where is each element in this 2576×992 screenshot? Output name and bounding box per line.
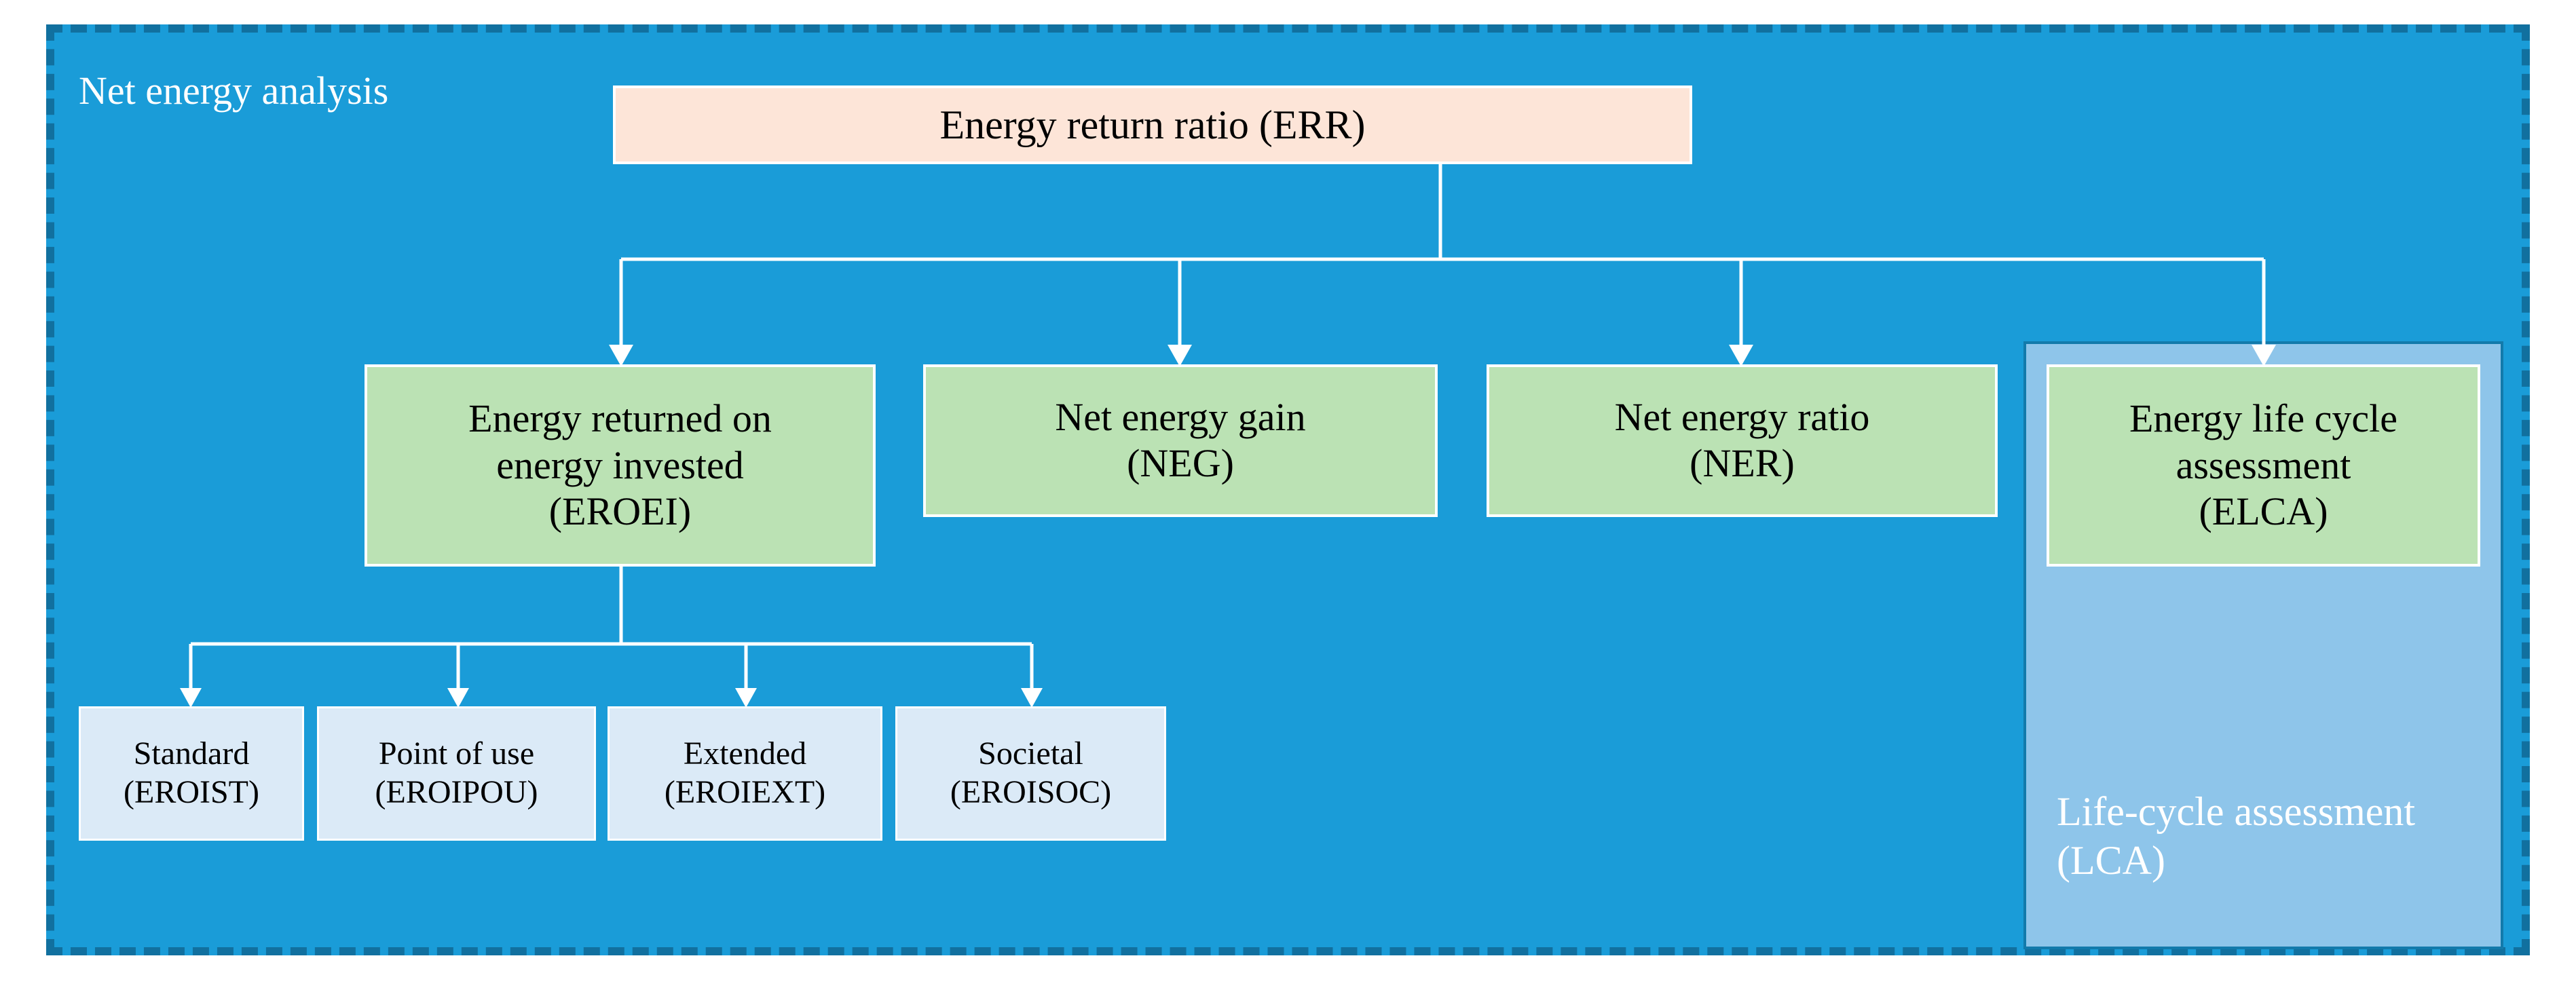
- arrowhead: [1168, 345, 1192, 366]
- elca-node: Energy life cycle assessment (ELCA): [2047, 364, 2480, 567]
- arrowhead: [735, 688, 757, 708]
- eroei-label: Energy returned on energy invested (EROE…: [468, 396, 772, 534]
- container-label: Net energy analysis: [79, 69, 389, 113]
- arrowhead: [1729, 345, 1753, 366]
- elca-label: Energy life cycle assessment (ELCA): [2129, 396, 2398, 534]
- eroi-point-of-use-label: Point of use (EROIPOU): [375, 736, 538, 810]
- arrowhead: [180, 688, 202, 708]
- eroi-standard-node: Standard (EROIST): [79, 706, 304, 841]
- lca-region-label: Life-cycle assessment (LCA): [2057, 789, 2416, 883]
- eroi-extended-label: Extended (EROIEXT): [664, 736, 826, 810]
- arrowhead: [1021, 688, 1043, 708]
- ner-node: Net energy ratio (NER): [1487, 364, 1998, 517]
- err-label: Energy return ratio (ERR): [939, 102, 1366, 147]
- err-node: Energy return ratio (ERR): [613, 85, 1692, 164]
- eroei-node: Energy returned on energy invested (EROE…: [365, 364, 876, 567]
- eroi-societal-label: Societal (EROISOC): [950, 736, 1112, 810]
- neg-label: Net energy gain (NEG): [1055, 395, 1306, 486]
- eroi-standard-label: Standard (EROIST): [124, 736, 259, 810]
- arrowhead: [447, 688, 469, 708]
- ner-label: Net energy ratio (NER): [1614, 395, 1870, 486]
- eroi-extended-node: Extended (EROIEXT): [608, 706, 882, 841]
- arrowhead: [609, 345, 633, 366]
- arrowhead: [2252, 345, 2276, 366]
- eroi-point-of-use-node: Point of use (EROIPOU): [317, 706, 596, 841]
- eroi-societal-node: Societal (EROISOC): [895, 706, 1166, 841]
- neg-node: Net energy gain (NEG): [923, 364, 1438, 517]
